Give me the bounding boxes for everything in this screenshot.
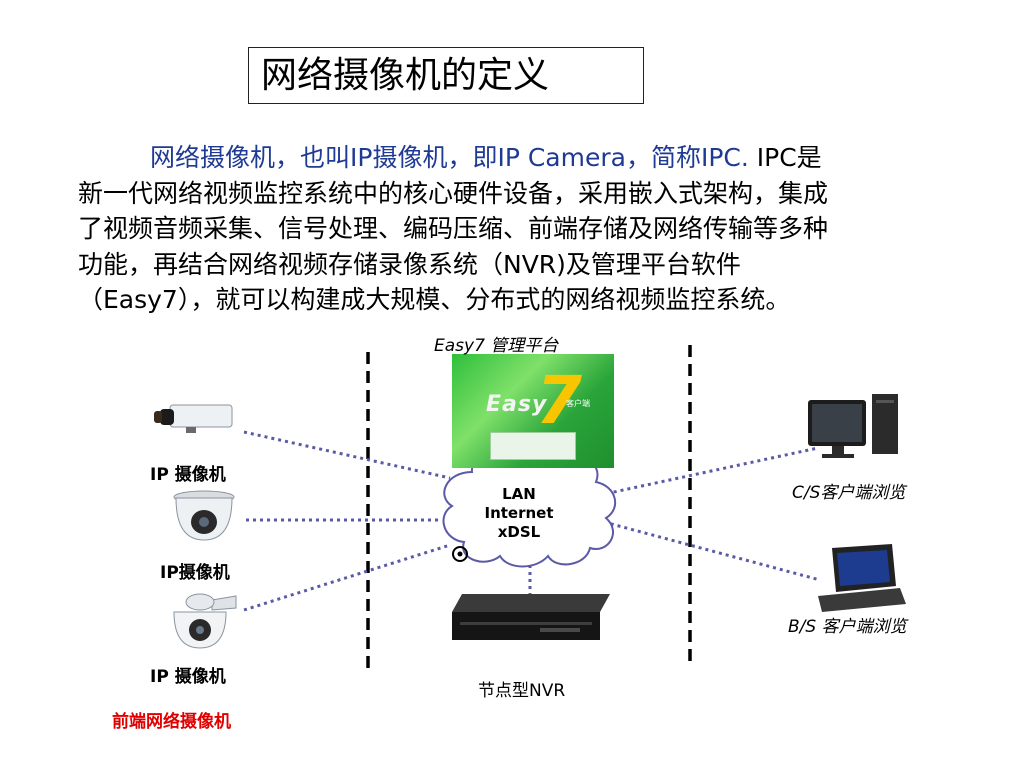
- bs-client-label: B/S 客户端浏览: [788, 617, 907, 637]
- cs-client-label: C/S客户端浏览: [792, 483, 906, 503]
- intro-line-5: （Easy7），就可以构建成大规模、分布式的网络视频监控系统。: [78, 285, 791, 314]
- intro-line-3: 了视频音频采集、信号处理、编码压缩、前端存储及网络传输等多种: [78, 214, 829, 243]
- intro-line-2: 新一代网络视频监控系统中的核心硬件设备，采用嵌入式架构，集成: [78, 178, 829, 208]
- spiral-icon: [452, 546, 468, 562]
- easy-logo: Easy: [486, 392, 548, 417]
- intro-paragraph: 网络摄像机，也叫IP摄像机，即IP Camera，简称IPC. IPC是 新一代…: [78, 140, 948, 318]
- login-panel: [490, 432, 576, 460]
- platform-label: Easy7 管理平台: [434, 336, 559, 356]
- intro-line-1: 网络摄像机，也叫IP摄像机，即IP Camera，简称IPC. IPC是: [78, 140, 948, 176]
- intro-line-1-blue: 网络摄像机，也叫IP摄像机，即IP Camera，简称IPC.: [150, 143, 749, 172]
- box-camera-icon: [154, 404, 233, 433]
- camera1-label: IP 摄像机: [150, 465, 226, 485]
- camera3-label: IP 摄像机: [150, 667, 226, 687]
- slide-title: 网络摄像机的定义: [248, 47, 644, 104]
- cloud-text: LAN Internet xDSL: [478, 485, 560, 542]
- link-camera1: [243, 430, 451, 480]
- cloud-line-lan: LAN: [502, 485, 536, 503]
- easy7-client-screen: Easy 7 客户端: [452, 354, 614, 468]
- seven-logo: 7: [536, 362, 582, 439]
- cloud-line-xdsl: xDSL: [497, 523, 541, 541]
- intro-line-4: 功能，再结合网络视频存储录像系统（NVR)及管理平台软件: [78, 249, 741, 279]
- client-label: 客户端: [566, 399, 590, 408]
- link-cs: [599, 446, 819, 497]
- intro-line-1-rest: IPC是: [748, 143, 822, 172]
- link-camera3: [243, 543, 451, 612]
- link-bs: [603, 520, 821, 582]
- nvr-device-icon: [452, 594, 610, 640]
- front-end-label: 前端网络摄像机: [112, 712, 231, 732]
- dome-camera-icon: [173, 490, 235, 541]
- nvr-label: 节点型NVR: [478, 681, 566, 701]
- camera2-label: IP摄像机: [160, 563, 230, 583]
- cloud-line-internet: Internet: [484, 504, 554, 522]
- laptop-icon: [818, 544, 906, 612]
- ptz-camera-icon: [173, 593, 237, 649]
- desktop-pc-icon: [808, 394, 898, 458]
